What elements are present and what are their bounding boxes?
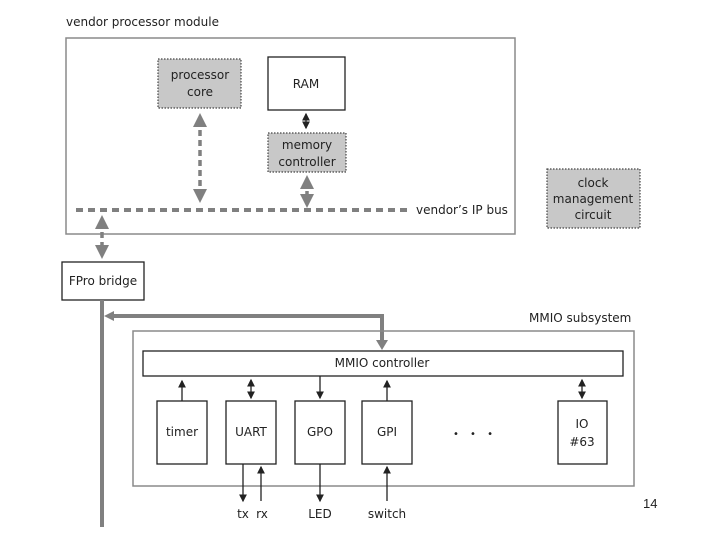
timer-block: timer <box>156 400 208 465</box>
vendor-module-frame <box>65 37 516 235</box>
mmio-controller-label: MMIO controller <box>335 356 430 370</box>
memory-controller-block: memory controller <box>267 132 347 173</box>
tx-label: tx <box>237 507 249 521</box>
processor-core-label-2: core <box>187 85 213 99</box>
clock-management-block: clock management circuit <box>546 168 641 229</box>
ram-block: RAM <box>267 56 346 111</box>
fpro-bus-horizontal <box>112 314 384 342</box>
mmio-controller-block: MMIO controller <box>142 350 624 377</box>
uart-label: UART <box>235 425 267 439</box>
uart-block: UART <box>225 400 277 465</box>
clock-label-1: clock <box>578 176 609 190</box>
io63-label-2: #63 <box>569 435 594 449</box>
clock-label-2: management <box>553 192 634 206</box>
mmio-subsystem-frame <box>132 330 635 487</box>
fpro-bus-left-arrowhead <box>104 311 114 321</box>
page-number: 14 <box>643 496 657 511</box>
memory-controller-label-1: memory <box>282 138 332 152</box>
gpi-label: GPI <box>377 425 397 439</box>
timer-label: timer <box>166 425 198 439</box>
ellipsis: • • • <box>453 429 497 440</box>
led-label: LED <box>308 507 332 521</box>
gpi-block: GPI <box>361 400 413 465</box>
ram-label: RAM <box>293 77 319 91</box>
fpro-bridge-label: FPro bridge <box>69 274 137 288</box>
rx-label: rx <box>256 507 268 521</box>
io63-block: IO #63 <box>557 400 608 465</box>
io63-label-1: IO <box>576 417 589 431</box>
switch-label: switch <box>368 507 406 521</box>
processor-core-label-1: processor <box>171 68 229 82</box>
gpo-label: GPO <box>307 425 333 439</box>
processor-core-block: processor core <box>157 58 242 109</box>
fpro-bridge-block: FPro bridge <box>61 261 145 301</box>
clock-label-3: circuit <box>575 208 612 222</box>
memory-controller-label-2: controller <box>278 155 335 169</box>
vendor-module-title: vendor processor module <box>66 15 219 29</box>
gpo-block: GPO <box>294 400 346 465</box>
mmio-subsystem-title: MMIO subsystem <box>529 311 631 325</box>
vendor-ip-bus-label: vendor’s IP bus <box>416 203 508 217</box>
fpro-bus-down-arrowhead <box>376 340 388 350</box>
